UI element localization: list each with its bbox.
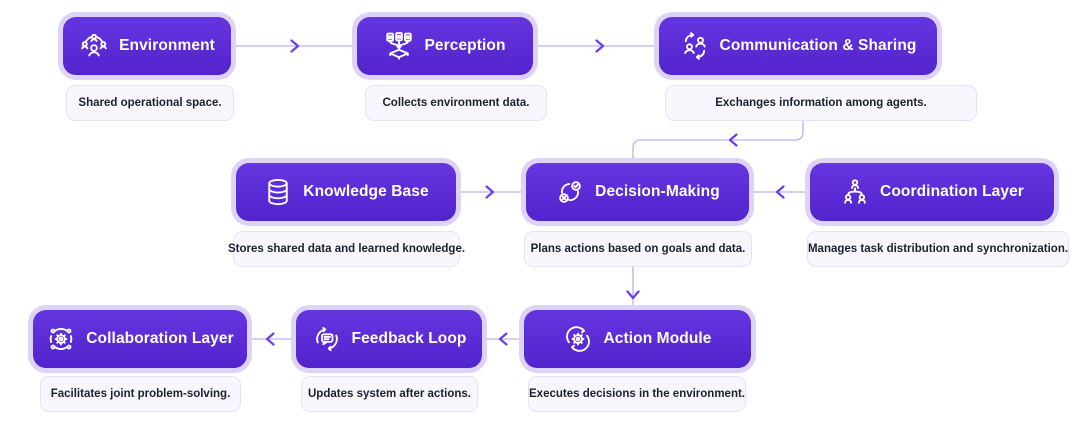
connector-environment-perception [234, 39, 352, 53]
chat-loop-icon [312, 324, 342, 354]
gear-refresh-icon [563, 324, 593, 354]
node-description-action-module: Executes decisions in the environment. [528, 376, 746, 412]
group-network-icon [79, 31, 109, 61]
node-label: Action Module [603, 330, 712, 347]
connector-coordination-decision [754, 185, 805, 199]
data-collection-icon [384, 31, 414, 61]
decision-check-x-icon [555, 177, 585, 207]
node-description-perception: Collects environment data. [365, 85, 547, 121]
node-perception: Perception [357, 17, 533, 75]
node-knowledge-base: Knowledge Base [236, 163, 456, 221]
node-label: Environment [119, 37, 215, 54]
arrowhead-right-icon [290, 39, 300, 53]
node-label: Feedback Loop [351, 330, 467, 347]
node-collaboration-layer: Collaboration Layer [33, 310, 247, 368]
node-label: Decision-Making [595, 183, 720, 200]
connector-decision-action [626, 267, 640, 305]
node-label: Communication & Sharing [719, 37, 917, 54]
node-description-coordination-layer: Manages task distribution and synchroniz… [807, 231, 1069, 267]
connector-communication-decision [632, 121, 804, 158]
node-description-knowledge-base: Stores shared data and learned knowledge… [228, 231, 465, 267]
connector-knowledge-decision [461, 185, 521, 199]
arrowhead-left-icon [775, 185, 785, 199]
gear-network-icon [46, 324, 76, 354]
arrowhead-left-icon [498, 332, 508, 346]
node-label: Perception [424, 37, 506, 54]
node-action-module: Action Module [524, 310, 751, 368]
node-label: Knowledge Base [303, 183, 429, 200]
node-feedback-loop: Feedback Loop [296, 310, 482, 368]
connector-action-feedback [487, 332, 519, 346]
people-exchange-icon [680, 31, 710, 61]
node-decision-making: Decision-Making [526, 163, 749, 221]
node-label: Coordination Layer [880, 183, 1024, 200]
arrowhead-left-icon [265, 332, 275, 346]
database-icon [263, 177, 293, 207]
node-description-communication: Exchanges information among agents. [665, 85, 977, 121]
node-communication: Communication & Sharing [659, 17, 937, 75]
node-description-decision-making: Plans actions based on goals and data. [524, 231, 752, 267]
arrowhead-left-icon [728, 133, 738, 147]
node-environment: Environment [63, 17, 231, 75]
node-label: Collaboration Layer [86, 330, 234, 347]
arrowhead-down-icon [626, 290, 640, 300]
node-coordination-layer: Coordination Layer [810, 163, 1054, 221]
arrowhead-right-icon [595, 39, 605, 53]
node-description-feedback-loop: Updates system after actions. [301, 376, 478, 412]
connector-feedback-collaboration [252, 332, 291, 346]
arrowhead-right-icon [485, 185, 495, 199]
connector-perception-communication [538, 39, 654, 53]
org-hierarchy-icon [840, 177, 870, 207]
node-description-collaboration-layer: Facilitates joint problem-solving. [40, 376, 241, 412]
node-description-environment: Shared operational space. [66, 85, 234, 121]
